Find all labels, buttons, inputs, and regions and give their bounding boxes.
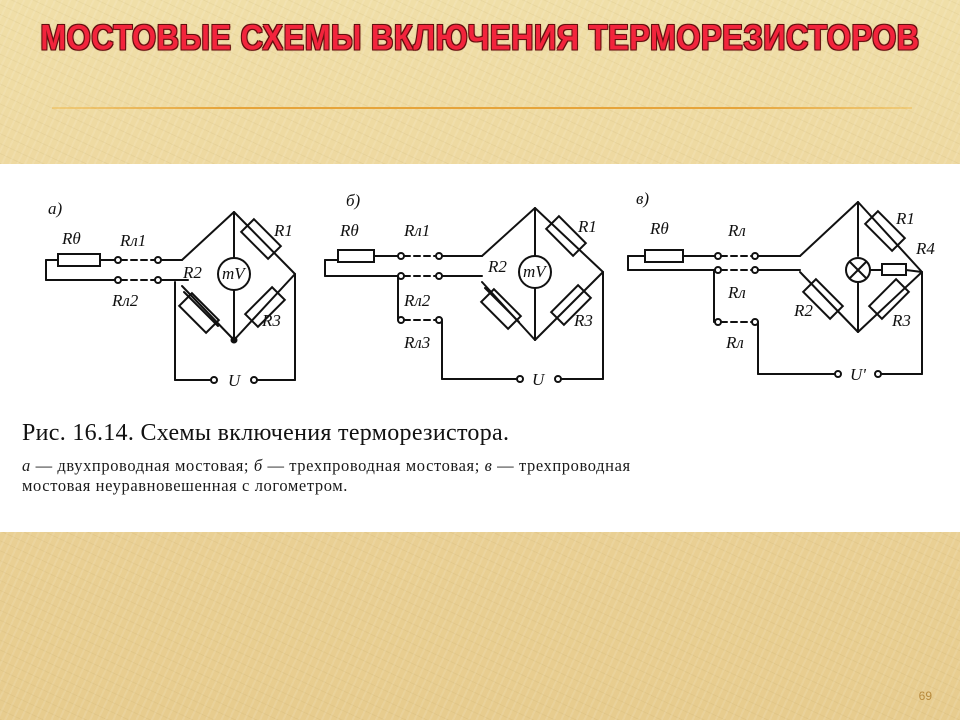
diagram-b-r-theta: Rθ [339, 221, 359, 240]
diagram-c-r-theta: Rθ [649, 219, 669, 238]
diagram-c-r4: R4 [915, 239, 935, 258]
r-theta-resistor-b [337, 249, 375, 263]
diagram-c-supply: U' [850, 365, 866, 384]
diagram-b-rl3: Rл3 [403, 333, 430, 352]
diagram-a-meter: mV [222, 264, 247, 283]
r-theta-resistor-c [644, 249, 684, 263]
diagram-a [45, 211, 296, 384]
caption-b-text: — трехпроводная мостовая; [262, 456, 485, 475]
title-rule [52, 107, 912, 109]
r3-resistor-a [243, 285, 287, 329]
diagram-c-r2: R2 [793, 301, 813, 320]
r3-resistor-b [549, 283, 593, 327]
diagram-b-rl2: Rл2 [403, 291, 431, 310]
diagram-b-r3: R3 [573, 311, 593, 330]
caption-a-letter: а [22, 456, 31, 475]
diagram-c-rl-top: Rл [727, 221, 746, 240]
diagram-b-meter: mV [523, 262, 548, 281]
diagram-a-rl1: Rл1 [119, 231, 146, 250]
r2-resistor-b [479, 287, 523, 331]
diagram-a-r-theta: Rθ [61, 229, 81, 248]
page-number: 69 [918, 689, 932, 703]
diagram-b-supply: U [532, 370, 546, 389]
diagram-a-r1: R1 [273, 221, 293, 240]
r-theta-resistor-a [57, 253, 101, 267]
circuit-diagrams: а) Rθ Rл1 Rл2 R2 R1 R3 mV U б) Rθ Rл1 Rл… [45, 189, 935, 390]
diagram-a-supply: U [228, 371, 242, 390]
diagram-c-tag: в) [636, 189, 649, 208]
diagram-b-rl1: Rл1 [403, 221, 430, 240]
diagram-a-tag: а) [48, 199, 63, 218]
caption-b-letter: б [253, 456, 263, 475]
diagram-b-r2: R2 [487, 257, 507, 276]
caption-line2: мостовая неуравновешенная с логометром. [22, 476, 349, 495]
r3-resistor-c [867, 277, 911, 321]
diagram-b [324, 207, 604, 383]
diagram-c-rl-mid: Rл [727, 283, 746, 302]
figure-caption-legend: а — двухпроводная мостовая; б — трехпров… [22, 456, 922, 496]
diagram-a-r3: R3 [261, 311, 281, 330]
caption-c-text: — трехпроводная [492, 456, 631, 475]
caption-c-letter: в [484, 456, 493, 475]
diagram-a-r2: R2 [182, 263, 202, 282]
r2-resistor-c [801, 277, 845, 321]
diagram-c [627, 201, 923, 378]
slide-title: МОСТОВЫЕ СХЕМЫ ВКЛЮЧЕНИЯ ТЕРМОРЕЗИСТОРОВ [40, 17, 920, 58]
diagram-a-rl2: Rл2 [111, 291, 139, 310]
diagram-b-tag: б) [346, 191, 361, 210]
r1-resistor-c [863, 209, 907, 253]
figure-caption: Рис. 16.14. Схемы включения терморезисто… [22, 420, 510, 446]
r1-resistor-a [239, 217, 283, 261]
caption-a-text: — двухпроводная мостовая; [30, 456, 254, 475]
figure-panel: а) Rθ Rл1 Rл2 R2 R1 R3 mV U б) Rθ Rл1 Rл… [0, 164, 960, 532]
diagram-c-r3: R3 [891, 311, 911, 330]
diagram-c-r1: R1 [895, 209, 915, 228]
r2-resistor-a [177, 291, 221, 335]
r1-resistor-b [544, 214, 588, 258]
diagram-b-r1: R1 [577, 217, 597, 236]
r4-resistor-c [881, 263, 907, 276]
diagram-c-rl-bot: Rл [725, 333, 744, 352]
